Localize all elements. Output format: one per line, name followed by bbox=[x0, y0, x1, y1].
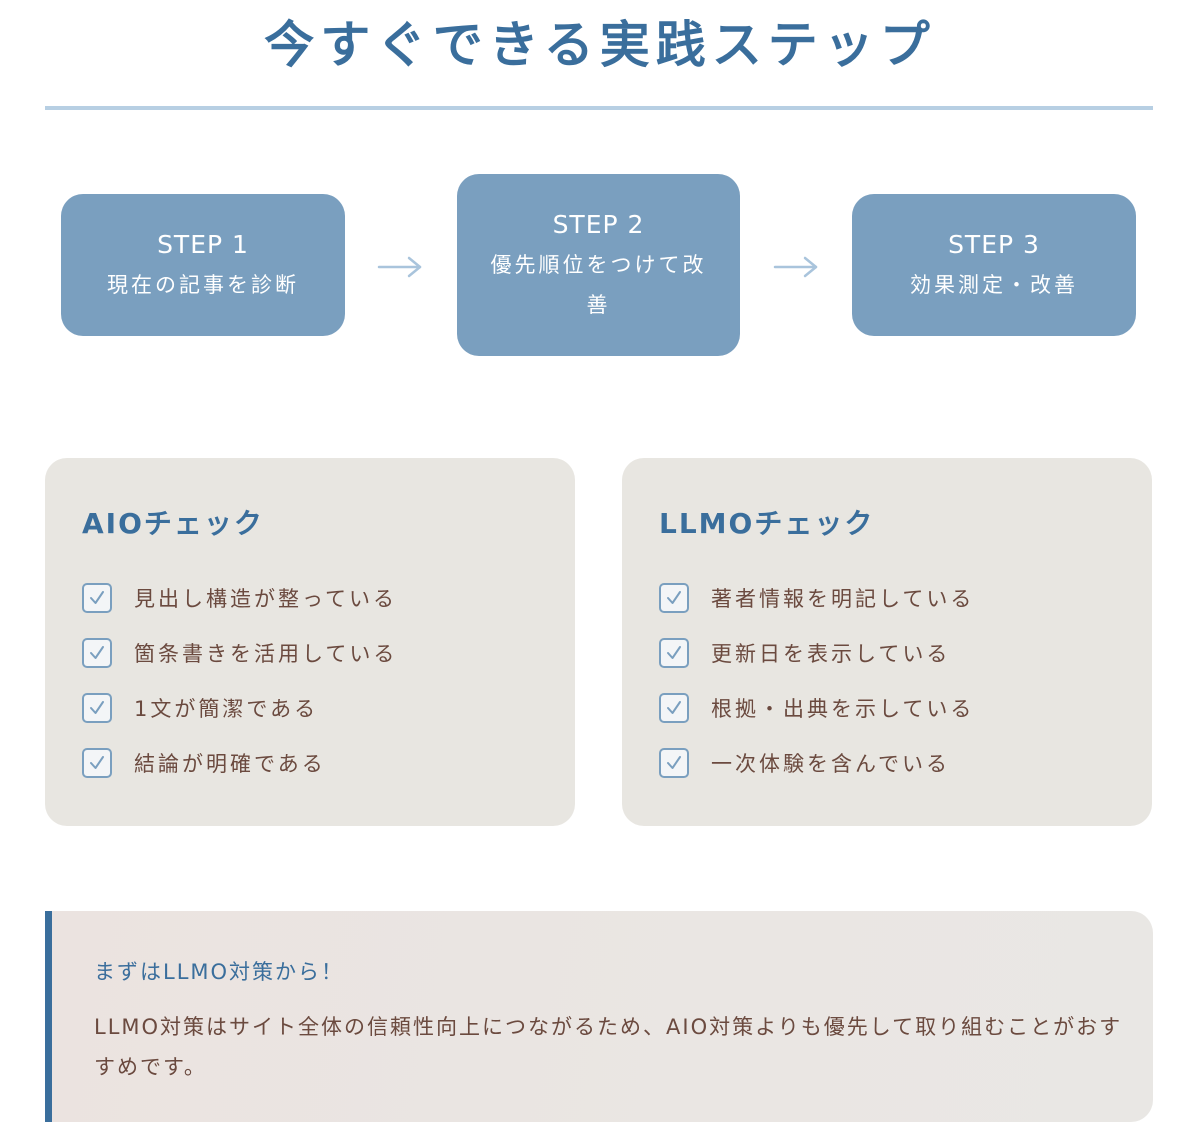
callout-heading: まずはLLMO対策から！ bbox=[94, 960, 345, 984]
checklist-item-text: 箇条書きを活用している bbox=[134, 641, 398, 666]
llmo-checklist: 著者情報を明記している 更新日を表示している 根拠・出典を示している 一次体験を… bbox=[659, 570, 974, 790]
step-description: 効果測定・改善 bbox=[910, 273, 1078, 297]
checklist-item: 一次体験を含んでいる bbox=[659, 735, 974, 790]
checklist-item-text: 結論が明確である bbox=[134, 751, 326, 776]
aio-checklist-title: AIOチェック bbox=[82, 507, 264, 540]
checklist-item: 根拠・出典を示している bbox=[659, 680, 974, 735]
title-divider bbox=[45, 106, 1153, 110]
page-title: 今すぐできる実践ステップ bbox=[264, 15, 936, 74]
arrow-right-icon bbox=[377, 256, 422, 278]
checklist-item: 箇条書きを活用している bbox=[82, 625, 397, 680]
step-label: STEP 3 bbox=[948, 230, 1040, 259]
llmo-checklist-title: LLMOチェック bbox=[659, 507, 875, 540]
checklist-item-text: 更新日を表示している bbox=[711, 641, 951, 666]
checkbox-checked-icon bbox=[659, 582, 689, 613]
recommendation-callout: まずはLLMO対策から！ LLMO対策はサイト全体の信頼性向上につながるため、A… bbox=[45, 911, 1153, 1122]
checkbox-checked-icon bbox=[659, 692, 689, 723]
checklist-item: 更新日を表示している bbox=[659, 625, 974, 680]
checklist-item-text: 著者情報を明記している bbox=[711, 586, 975, 611]
llmo-checklist-card: LLMOチェック 著者情報を明記している 更新日を表示している 根拠・出典を示し… bbox=[622, 458, 1152, 826]
checkbox-checked-icon bbox=[659, 637, 689, 668]
step-label: STEP 2 bbox=[552, 210, 645, 239]
callout-body: LLMO対策はサイト全体の信頼性向上につながるため、AIO対策よりも優先して取り… bbox=[94, 1015, 1123, 1079]
step-card-1: STEP 1 現在の記事を診断 bbox=[61, 194, 345, 336]
checklist-item-text: 1文が簡潔である bbox=[134, 696, 319, 721]
step-description: 優先順位をつけて改善 bbox=[490, 253, 707, 317]
checkbox-checked-icon bbox=[82, 747, 112, 778]
checklist-item-text: 一次体験を含んでいる bbox=[711, 751, 950, 776]
step-card-2: STEP 2 優先順位をつけて改善 bbox=[457, 174, 740, 356]
step-label: STEP 1 bbox=[157, 230, 249, 259]
checkbox-checked-icon bbox=[82, 582, 112, 613]
aio-checklist-card: AIOチェック 見出し構造が整っている 箇条書きを活用している 1文が簡潔である… bbox=[45, 458, 575, 826]
aio-checklist: 見出し構造が整っている 箇条書きを活用している 1文が簡潔である 結論が明確であ… bbox=[82, 570, 397, 790]
step-card-3: STEP 3 効果測定・改善 bbox=[852, 194, 1136, 336]
checkbox-checked-icon bbox=[659, 747, 689, 778]
checklist-item: 著者情報を明記している bbox=[659, 570, 974, 625]
checklist-item: 見出し構造が整っている bbox=[82, 570, 397, 625]
checklist-item-text: 根拠・出典を示している bbox=[711, 696, 975, 721]
checkbox-checked-icon bbox=[82, 637, 112, 668]
step-description: 現在の記事を診断 bbox=[107, 273, 299, 297]
checklist-item: 結論が明確である bbox=[82, 735, 397, 790]
checklist-item: 1文が簡潔である bbox=[82, 680, 397, 735]
checklist-item-text: 見出し構造が整っている bbox=[134, 586, 397, 611]
arrow-right-icon bbox=[773, 256, 818, 278]
checkbox-checked-icon bbox=[82, 692, 112, 723]
